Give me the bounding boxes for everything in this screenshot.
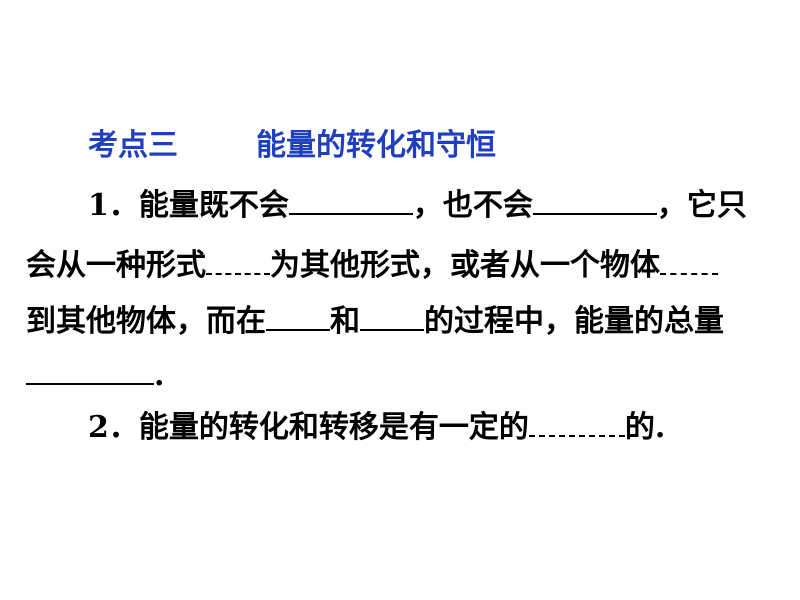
item1-text9: . [154, 358, 165, 393]
item1-text2: ，也不会 [412, 188, 533, 223]
heading-label: 考点三 [88, 128, 178, 163]
section-heading: 考点三 能量的转化和守恒 [88, 126, 496, 166]
blank-2 [532, 189, 657, 215]
item1-text1: 能量既不会 [138, 188, 289, 223]
item2-text1: 能量的转化和转移是有一定的 [138, 410, 529, 445]
item1-text6: 到其他物体，而在 [26, 304, 266, 339]
item1-text3: ，它只 [656, 188, 747, 223]
item1-number: 1． [88, 188, 139, 223]
blank-3 [206, 249, 270, 275]
item1-text7: 和 [330, 304, 360, 339]
blank-8 [528, 411, 625, 437]
item1-line3: 到其他物体，而在 和 的过程中，能量的总量 [26, 302, 786, 342]
item1-line1: 1．能量既不会 ，也不会 ，它只 [26, 186, 800, 226]
item1-text4: 会从一种形式 [26, 248, 206, 283]
item1-line2: 会从一种形式 为其他形式，或者从一个物体 [26, 246, 786, 286]
blank-5 [266, 305, 330, 331]
item2-text2: 的. [624, 410, 666, 445]
blank-4 [660, 249, 718, 275]
item2-line1: 2．能量的转化和转移是有一定的 的. [26, 408, 800, 448]
blank-7 [26, 359, 154, 385]
item1-text8: 的过程中，能量的总量 [424, 304, 724, 339]
blank-6 [360, 305, 424, 331]
heading-topic: 能量的转化和守恒 [256, 128, 496, 163]
blank-1 [288, 189, 413, 215]
item1-text5: 为其他形式，或者从一个物体 [270, 248, 660, 283]
item1-line4: . [26, 356, 786, 396]
item2-number: 2． [88, 410, 139, 445]
